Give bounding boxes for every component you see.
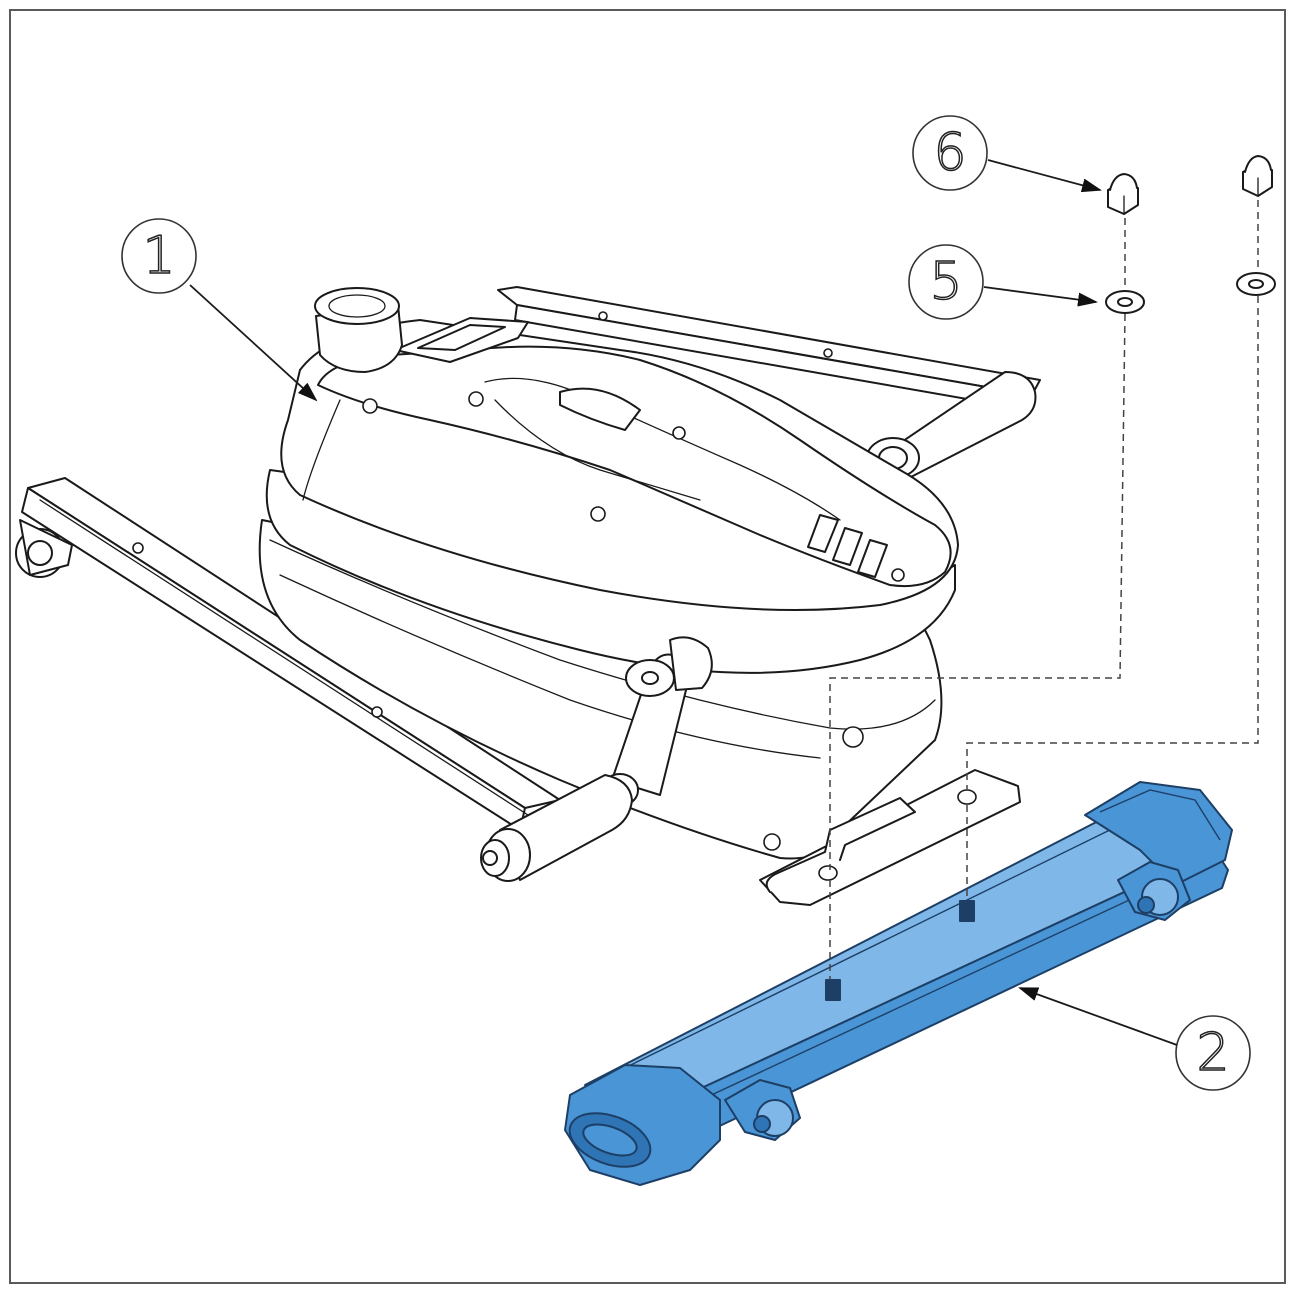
stabilizer-wheel-bracket-right <box>1117 861 1191 921</box>
callout-5-label: 5 <box>929 252 962 312</box>
callout-1-label: 1 <box>142 226 175 286</box>
front-stabilizer-tube-highlighted <box>564 781 1233 1186</box>
washer-right <box>1236 272 1276 296</box>
right-end-cap <box>1084 781 1233 886</box>
callout-6: 6 <box>912 115 1102 193</box>
callout-1: 1 <box>121 218 318 402</box>
assembly-guide-lines <box>829 200 1259 980</box>
mounting-bracket <box>759 769 1021 906</box>
washer-left <box>1105 290 1145 314</box>
callout-2-label: 2 <box>1196 1023 1229 1083</box>
rear-stabilizer-rail <box>497 286 1041 481</box>
stabilizer-bolt-left <box>825 979 841 1001</box>
diagram-frame <box>9 9 1286 1284</box>
front-pedal-roller <box>480 774 633 882</box>
stabilizer-wheel-bracket-left <box>724 1079 801 1141</box>
stabilizer-bolt-right <box>959 900 975 922</box>
main-body-assembly <box>15 286 1041 882</box>
cap-nut-right <box>1242 155 1273 197</box>
cap-nut-left <box>1107 173 1139 215</box>
callout-2: 2 <box>1018 987 1251 1091</box>
callout-6-label: 6 <box>933 123 966 183</box>
callout-5: 5 <box>908 244 1098 320</box>
drive-housing <box>258 287 959 860</box>
